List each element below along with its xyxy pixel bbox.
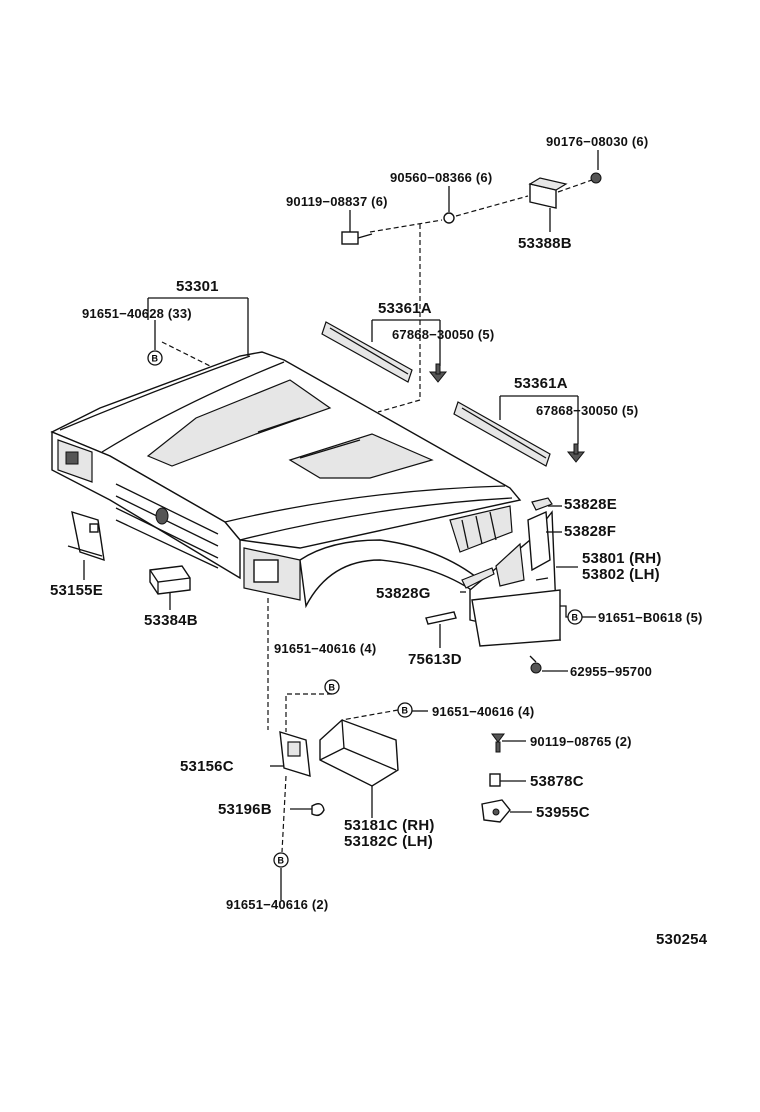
washer-90560 — [443, 212, 455, 224]
mould-53828E — [531, 497, 553, 511]
clip-53955C — [481, 799, 511, 823]
hood-seal-strip-right — [453, 401, 551, 467]
label-53801-53802: 53801 (RH) 53802 (LH) — [582, 551, 662, 583]
label-53955C: 53955C — [536, 804, 590, 821]
bracket-53155E — [67, 510, 105, 562]
cushion-53384B — [149, 565, 191, 595]
svg-text:B: B — [572, 613, 579, 623]
diagram-id: 530254 — [656, 931, 708, 948]
label-53301: 53301 — [176, 278, 219, 295]
label-91651-40616-a: 91651−40616 (4) — [274, 641, 377, 656]
label-53388B: 53388B — [518, 235, 572, 252]
fastener-marker: B — [273, 852, 289, 868]
label-53878C: 53878C — [530, 773, 584, 790]
hood-seal-strip-left — [321, 321, 413, 383]
nut-90176 — [590, 172, 602, 184]
clip-67868-left — [428, 363, 448, 383]
label-53181C-rh: 53181C (RH) — [344, 817, 435, 834]
label-75613D: 75613D — [408, 651, 462, 668]
bracket-53156C — [279, 731, 311, 777]
label-53828G: 53828G — [376, 585, 431, 602]
clip-62955 — [529, 655, 542, 674]
clip-67868-right — [566, 443, 586, 463]
label-53361A-left: 53361A — [378, 300, 432, 317]
label-53828F: 53828F — [564, 523, 617, 540]
bumper-53388B — [528, 177, 568, 209]
svg-text:B: B — [152, 354, 159, 364]
grommet-53878C — [489, 773, 501, 787]
label-90119-08837: 90119−08837 (6) — [286, 194, 388, 209]
assembly-lines — [161, 179, 593, 853]
fastener-marker: B — [147, 350, 163, 366]
label-53196B: 53196B — [218, 801, 272, 818]
bolt-90119-08837 — [341, 231, 373, 245]
label-53156C: 53156C — [180, 758, 234, 775]
cover-53181C — [319, 719, 399, 787]
fastener-marker: B — [324, 679, 340, 695]
fastener-marker: B — [397, 702, 413, 718]
label-90119-08765: 90119−08765 (2) — [530, 734, 632, 749]
hood-panel — [50, 351, 522, 609]
label-90176-08030: 90176−08030 (6) — [546, 134, 649, 149]
fastener-marker: B — [567, 609, 583, 625]
label-67868-30050-left: 67868−30050 (5) — [392, 327, 495, 342]
emblem-75613D — [425, 611, 457, 625]
screw-90119-08765 — [491, 733, 505, 753]
label-53802-lh: 53802 (LH) — [582, 566, 660, 583]
label-62955-95700: 62955−95700 — [570, 664, 653, 679]
label-91651-40628: 91651−40628 (33) — [82, 306, 192, 321]
label-91651-40616-b: 91651−40616 (4) — [432, 704, 535, 719]
label-53384B: 53384B — [144, 612, 198, 629]
svg-text:B: B — [402, 706, 409, 716]
svg-text:B: B — [329, 683, 336, 693]
label-90560-08366: 90560−08366 (6) — [390, 170, 493, 185]
label-67868-30050-right: 67868−30050 (5) — [536, 403, 639, 418]
label-53801-rh: 53801 (RH) — [582, 550, 662, 567]
mould-53828F — [527, 510, 551, 572]
label-53182C-lh: 53182C (LH) — [344, 833, 433, 850]
label-91651-40616-c: 91651−40616 (2) — [226, 897, 329, 912]
leader-lines — [83, 150, 599, 900]
label-53181C-53182C: 53181C (RH) 53182C (LH) — [344, 818, 435, 850]
label-53361A-right: 53361A — [514, 375, 568, 392]
mould-53828G — [461, 567, 495, 589]
label-53828E: 53828E — [564, 496, 617, 513]
label-91651-B0618: 91651−B0618 (5) — [598, 610, 703, 625]
clip-53196B — [311, 803, 325, 817]
svg-text:B: B — [278, 856, 285, 866]
label-53155E: 53155E — [50, 582, 103, 599]
